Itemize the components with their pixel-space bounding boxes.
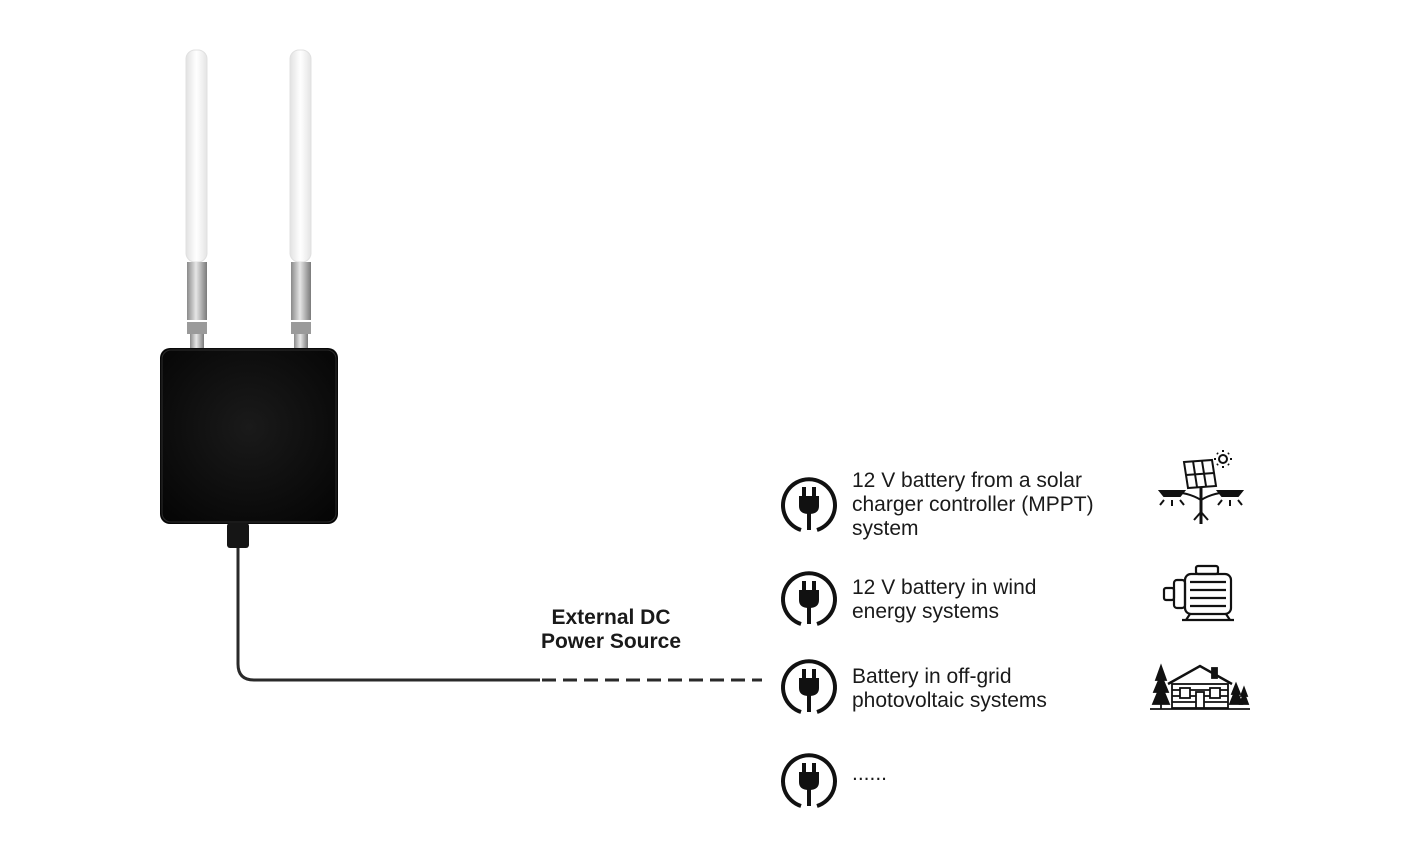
source-text-line: 12 V battery in wind (852, 576, 1036, 599)
source-text-line: 12 V battery from a solar (852, 469, 1082, 492)
source-text-line: Battery in off-grid (852, 665, 1012, 688)
source-item: 12 V battery from a solar charger contro… (781, 450, 1245, 540)
antenna-left (185, 49, 208, 348)
source-item: 12 V battery in wind energy systems (781, 564, 1234, 626)
power-source-label-line2: Power Source (541, 630, 681, 653)
source-text-line: photovoltaic systems (852, 689, 1047, 712)
power-cable (236, 548, 540, 682)
router-device (160, 49, 338, 548)
plug-icon (781, 753, 837, 808)
off-grid-cabin-icon (1150, 663, 1250, 710)
source-text-line: charger controller (MPPT) (852, 493, 1094, 516)
antenna-right (289, 49, 312, 348)
source-item: Battery in off-grid photovoltaic systems (781, 659, 1250, 714)
plug-icon (781, 571, 837, 626)
wind-generator-icon (1162, 564, 1234, 622)
source-text-line: system (852, 517, 919, 540)
solar-street-light-icon (1157, 450, 1245, 524)
device-body (160, 348, 338, 524)
plug-icon (781, 477, 837, 532)
source-text-line: energy systems (852, 600, 999, 623)
power-source-label-line1: External DC (551, 606, 670, 629)
power-connector (227, 523, 249, 548)
source-text-line: ...... (852, 762, 887, 785)
source-item: ...... (781, 753, 887, 808)
plug-icon (781, 659, 837, 714)
